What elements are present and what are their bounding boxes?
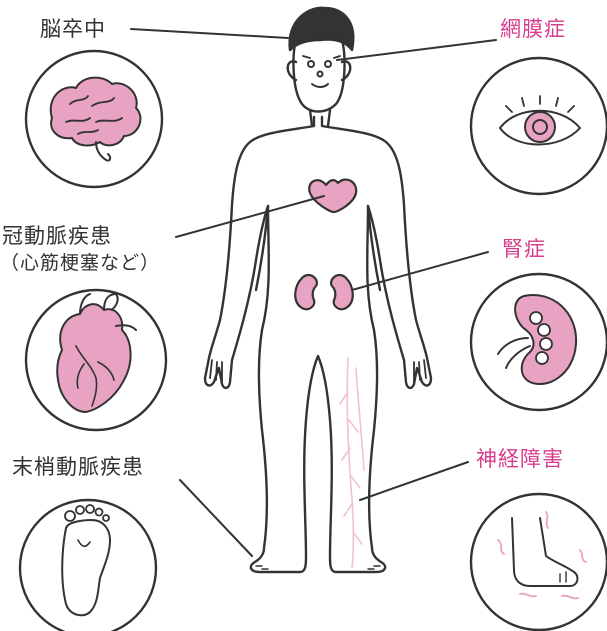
- heart-shape: [309, 180, 356, 212]
- label-peripheral: 末梢動脈疾患: [12, 454, 144, 480]
- label-coronary-sub: （心筋梗塞など）: [0, 250, 160, 276]
- label-coronary: 冠動脈疾患: [2, 223, 112, 249]
- connector-nephropathy: [352, 252, 488, 290]
- brain-icon: [26, 51, 162, 187]
- kidney-left-shape: [295, 275, 317, 309]
- label-stroke: 脳卒中: [40, 16, 106, 42]
- connector-stroke: [131, 29, 288, 38]
- leg-nerves: [340, 358, 364, 568]
- connector-retinopathy: [337, 40, 496, 60]
- label-neuropathy: 神経障害: [476, 446, 564, 472]
- eye-icon: [471, 58, 607, 194]
- heart-organ-icon: [26, 290, 166, 430]
- label-retinopathy: 網膜症: [500, 16, 566, 42]
- kidney-icon: [471, 274, 607, 410]
- numb-foot-icon: [471, 494, 607, 630]
- connector-coronary: [176, 196, 324, 237]
- kidney-right-shape: [331, 275, 353, 309]
- foot-sole-icon: [20, 500, 156, 631]
- connector-peripheral: [180, 480, 252, 556]
- connector-neuropathy: [360, 462, 468, 500]
- label-nephropathy: 腎症: [502, 236, 546, 262]
